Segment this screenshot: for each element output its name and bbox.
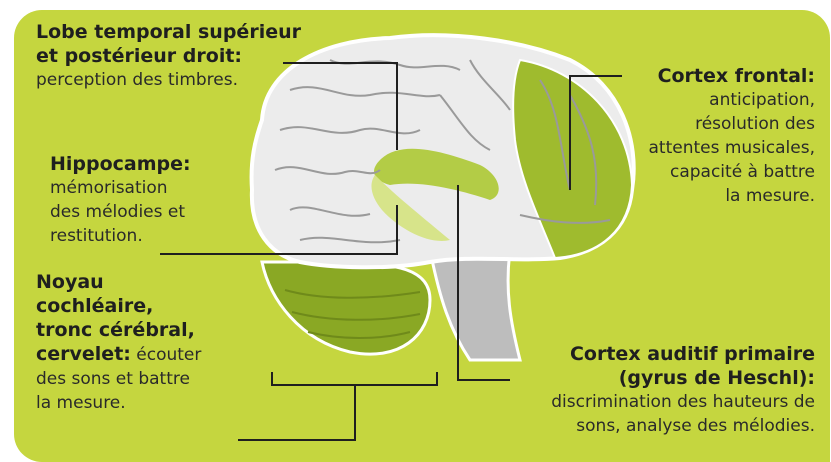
auditory-line-2: sons, analyse des mélodies.: [551, 414, 815, 438]
label-frontal: Cortex frontal: anticipation, résolution…: [649, 64, 816, 208]
superior-temporal-title-1: Lobe temporal supérieur: [36, 20, 301, 44]
superior-temporal-title-2: et postérieur droit:: [36, 44, 301, 68]
brainstem-title-1: Noyau: [36, 270, 201, 294]
hippocampus-title: Hippocampe:: [50, 152, 191, 176]
brainstem-line-6: la mesure.: [36, 391, 201, 415]
label-brainstem: Noyau cochléaire, tronc cérébral, cervel…: [36, 270, 201, 415]
label-auditory: Cortex auditif primaire (gyrus de Heschl…: [551, 342, 815, 438]
auditory-line-1: discrimination des hauteurs de: [551, 390, 815, 414]
frontal-title: Cortex frontal:: [649, 64, 816, 88]
frontal-line-2: résolution des: [649, 112, 816, 136]
frontal-line-4: capacité à battre: [649, 160, 816, 184]
brainstem-line-4-text: écouter: [131, 345, 202, 365]
label-hippocampus: Hippocampe: mémorisation des mélodies et…: [50, 152, 191, 248]
auditory-title-2: (gyrus de Heschl):: [551, 366, 815, 390]
hippocampus-line-1: mémorisation: [50, 176, 191, 200]
hippocampus-line-3: restitution.: [50, 224, 191, 248]
label-superior-temporal: Lobe temporal supérieur et postérieur dr…: [36, 20, 301, 92]
frontal-line-1: anticipation,: [649, 88, 816, 112]
frontal-line-3: attentes musicales,: [649, 136, 816, 160]
brain-stem: [430, 250, 520, 360]
leader-brainstem: [238, 372, 437, 440]
superior-temporal-text: perception des timbres.: [36, 68, 301, 92]
hippocampus-line-2: des mélodies et: [50, 200, 191, 224]
frontal-line-5: la mesure.: [649, 184, 816, 208]
brainstem-title-3: tronc cérébral,: [36, 318, 201, 342]
brainstem-line-5: des sons et battre: [36, 367, 201, 391]
brainstem-title-4: cervelet:: [36, 343, 131, 365]
cerebellum: [262, 262, 430, 354]
brainstem-title-2: cochléaire,: [36, 294, 201, 318]
auditory-title-1: Cortex auditif primaire: [551, 342, 815, 366]
